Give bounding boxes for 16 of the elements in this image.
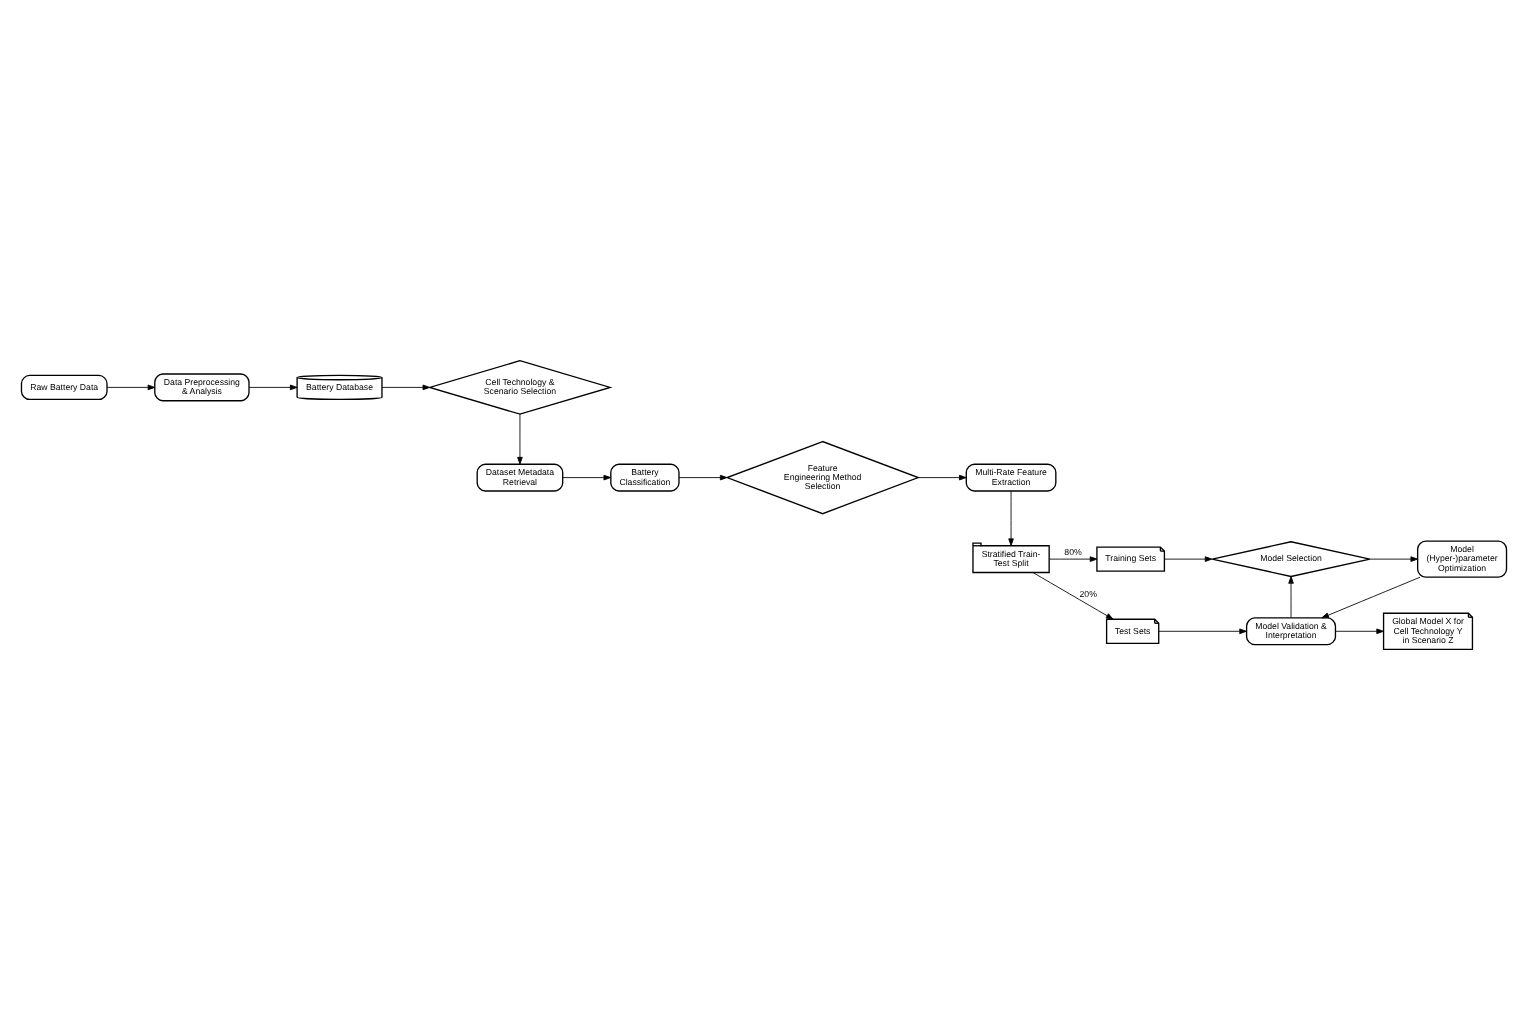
arrow [562,474,612,481]
arrow [517,413,523,465]
arrow [1048,556,1098,562]
arrow [1369,556,1419,562]
arrow [1321,576,1421,619]
arrow [917,474,967,481]
arrow [106,384,156,391]
arrow [1032,572,1114,620]
arrow [1164,556,1213,562]
arrow [1335,628,1384,635]
arrow [1288,576,1294,619]
arrow [381,384,431,391]
arrow [248,384,298,391]
arrow [1008,490,1014,546]
arrow [1158,628,1247,635]
arrow [678,474,728,481]
